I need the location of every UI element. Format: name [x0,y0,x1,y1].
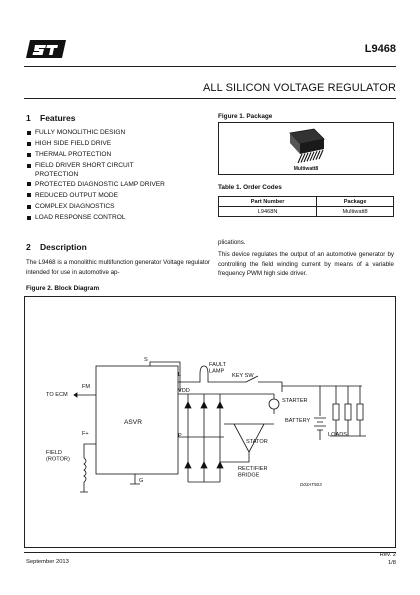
feature-item: FULLY MONOLITHIC DESIGN [26,127,222,138]
part-number: L9468 [364,43,396,55]
pin-g-label: G [139,478,143,484]
pin-vdd-label: VDD [178,388,190,394]
footer-page: 1/8 [387,560,396,566]
feature-item: COMPLEX DIAGNOSTICS [26,201,222,212]
features-section-number: 1 [26,113,31,123]
battery-symbol [314,386,326,440]
pin-p-label: P [178,433,182,439]
fault-lamp-symbol [199,365,246,383]
table-cell: Multiwatt8 [316,206,394,217]
starter-label: STARTER [282,398,308,404]
description-heading: 2 Description [26,242,87,252]
key-sw-label: KEY SW [232,373,254,379]
order-codes-table: Part Number Package L9468N Multiwatt8 [217,196,394,217]
fplus-wire [83,443,96,458]
footer-date: September 2013 [26,559,69,565]
footer-rule [24,552,396,553]
diode-upper [184,401,224,409]
table-row: L9468N Multiwatt8 [217,206,394,217]
document-title: ALL SILICON VOLTAGE REGULATOR [202,82,396,94]
block-diagram: ASVR S L VDD P FM F+ G TO ECM FIELD(ROTO… [46,357,366,493]
figure2-caption: Figure 2. Block Diagram [26,285,100,292]
feature-item: REDUCED OUTPUT MODE [26,190,222,201]
feature-item: HIGH SIDE FIELD DRIVE [26,138,222,149]
drawing-code-label: D03AT503 [300,482,322,487]
field-ground [80,482,88,493]
field-rotor-label: FIELD(ROTOR) [46,450,70,462]
load-resistor [344,403,352,421]
feature-item: LOAD RESPONSE CONTROL [26,212,222,223]
table-header-cell: Part Number [217,196,318,207]
rectifier-bridge-wires [187,394,221,483]
pin-fm-label: FM [82,384,90,390]
asvr-block [95,365,179,475]
package-figure-box [218,122,394,175]
header-rule [24,66,396,67]
key-switch-wire [258,381,283,392]
stator-label: STATOR [246,439,268,445]
feature-item-text: FIELD DRIVER SHORT CIRCUIT PROTECTION [35,161,134,178]
loads-label: LOADS [328,432,347,438]
figure1-caption: Figure 1. Package [218,113,273,120]
load-resistor [332,403,340,421]
key-switch-symbol [245,375,259,383]
description-text-left: The L9468 is a monolithic multifunction … [26,259,210,276]
to-ecm-arrow [73,392,78,398]
block-diagram-frame [24,296,396,548]
description-section-number: 2 [26,242,31,252]
loads-wires [335,386,361,404]
feature-item: FIELD DRIVER SHORT CIRCUIT PROTECTION [26,161,155,179]
g-ground [130,474,140,485]
footer-revision: Rev. 2 [379,552,396,558]
table-header-row: Part Number Package [217,196,394,207]
starter-motor-symbol [268,398,280,410]
table-cell: L9468N [217,206,318,217]
diode-lower [184,461,224,469]
description-section-title: Description [40,242,87,252]
battery-label: BATTERY [285,418,311,424]
table-header-cell: Package [316,196,394,207]
load-resistor [356,403,364,421]
description-text-right-1: plications. [218,239,246,246]
loads-ground [330,420,366,437]
package-image [289,128,325,164]
table1-caption: Table 1. Order Codes [218,184,282,191]
stator-wires [220,423,274,463]
st-logo [26,40,66,58]
pin-l-label: L [178,372,181,378]
stator-symbol [233,423,265,453]
features-section-title: Features [40,113,76,123]
features-heading: 1 Features [26,113,75,123]
asvr-label: ASVR [124,419,142,426]
title-rule [24,98,396,99]
l-wire [178,374,201,383]
field-coil-symbol [83,457,87,483]
pin-s-label: S [144,357,148,363]
feature-item: THERMAL PROTECTION [26,149,222,160]
package-name-label: Multiwatt8 [293,166,319,172]
features-list: FULLY MONOLITHIC DESIGN HIGH SIDE FIELD … [26,127,222,223]
pin-fplus-label: F+ [82,431,89,437]
feature-item: PROTECTED DIAGNOSTIC LAMP DRIVER [26,179,222,190]
to-ecm-label: TO ECM [46,392,68,398]
description-text-right-2: This device regulates the output of an a… [218,251,394,278]
s-wire [149,361,181,392]
